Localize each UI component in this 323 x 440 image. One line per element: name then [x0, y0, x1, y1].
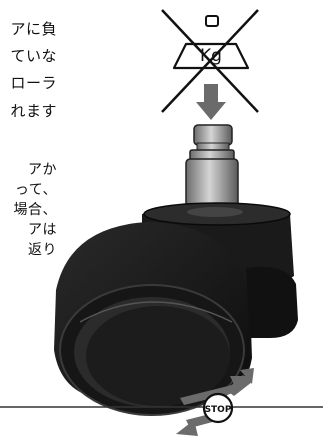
caster-stem — [181, 124, 243, 214]
caution-text-line-6: って、 — [14, 182, 57, 198]
caution-text-line-3: ローラ — [10, 74, 57, 92]
caster-wheel-icon — [54, 202, 298, 416]
caution-text-line-4: れます — [10, 102, 57, 120]
stop-label: STOP — [205, 405, 232, 415]
stop-badge-icon: STOP — [202, 392, 234, 424]
caution-text-line-2: ていな — [10, 47, 57, 65]
weight-label: Kg — [200, 46, 222, 66]
caution-text-line-9: 返り — [28, 242, 57, 258]
caution-text-line-7: 場合、 — [13, 202, 57, 218]
caution-text-line-8: アは — [28, 222, 57, 238]
no-weight-icon: Kg — [161, 9, 259, 113]
caution-text-line-5: アか — [28, 162, 57, 178]
caution-text-line-1: アに負 — [10, 20, 57, 38]
down-arrow-icon — [196, 84, 226, 120]
